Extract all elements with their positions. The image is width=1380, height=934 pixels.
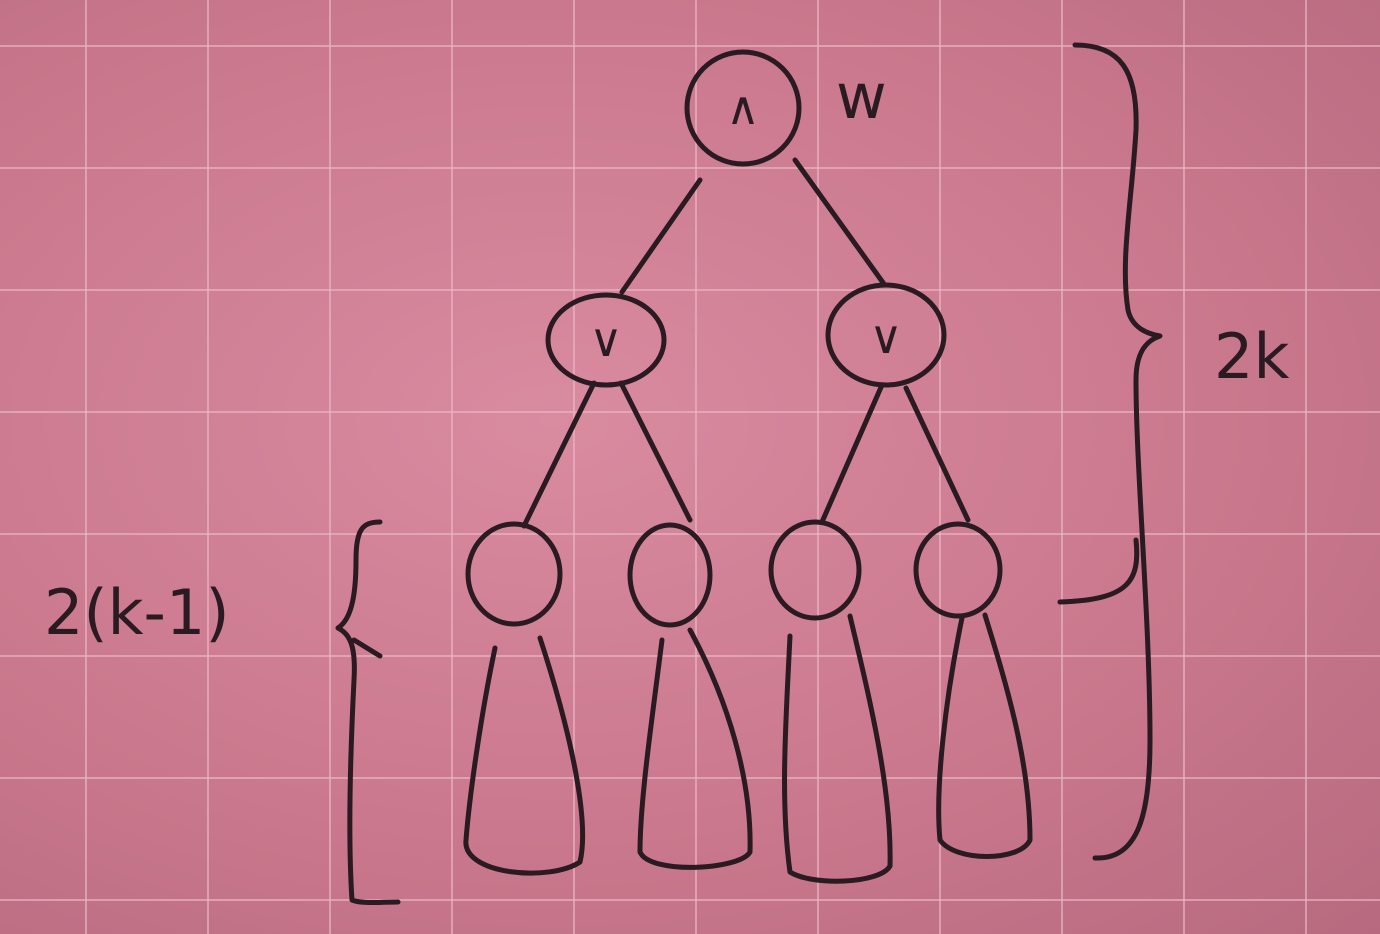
edge-root-right <box>792 157 887 287</box>
leaf-2-node <box>627 522 713 628</box>
leaf-subtree-1 <box>463 521 586 876</box>
right-outer-brace <box>1072 42 1163 861</box>
leaf-subtree-2 <box>627 522 753 870</box>
root-node-circle <box>684 49 802 167</box>
leaf-3-node <box>768 519 862 621</box>
leaf-subtree-3 <box>768 519 893 884</box>
right-or-node: ∨ <box>825 282 947 388</box>
root-name-label: w <box>836 60 887 133</box>
right-inner-brace-end <box>1057 537 1140 605</box>
right-or-operator: ∨ <box>869 310 903 364</box>
leaf-2-subtree-shape <box>637 627 753 870</box>
left-or-node-circle <box>545 292 667 388</box>
root-node: ∧ <box>684 49 802 167</box>
leaf-4-node <box>913 521 1003 619</box>
edge-right-or-leaf3 <box>819 382 885 525</box>
leaf-3-subtree-shape <box>782 613 893 884</box>
leaf-subtree-4 <box>913 521 1033 859</box>
edge-right-or-leaf4 <box>903 385 971 523</box>
left-bracket <box>335 519 401 905</box>
left-bracket-label: 2(k-1) <box>44 576 230 649</box>
edge-left-or-leaf2 <box>618 380 693 523</box>
left-bracket-tick <box>351 637 383 659</box>
left-or-node: ∨ <box>545 292 667 388</box>
root-operator: ∧ <box>726 81 760 135</box>
right-or-node-circle <box>825 282 947 388</box>
leaf-1-node <box>465 521 563 627</box>
edge-root-left <box>619 177 703 295</box>
leaf-4-subtree-shape <box>936 612 1033 859</box>
leaf-1-subtree-shape <box>463 635 586 876</box>
left-or-operator: ∨ <box>589 313 623 367</box>
edge-left-or-leaf1 <box>521 380 597 529</box>
right-brace-label: 2k <box>1214 320 1289 393</box>
